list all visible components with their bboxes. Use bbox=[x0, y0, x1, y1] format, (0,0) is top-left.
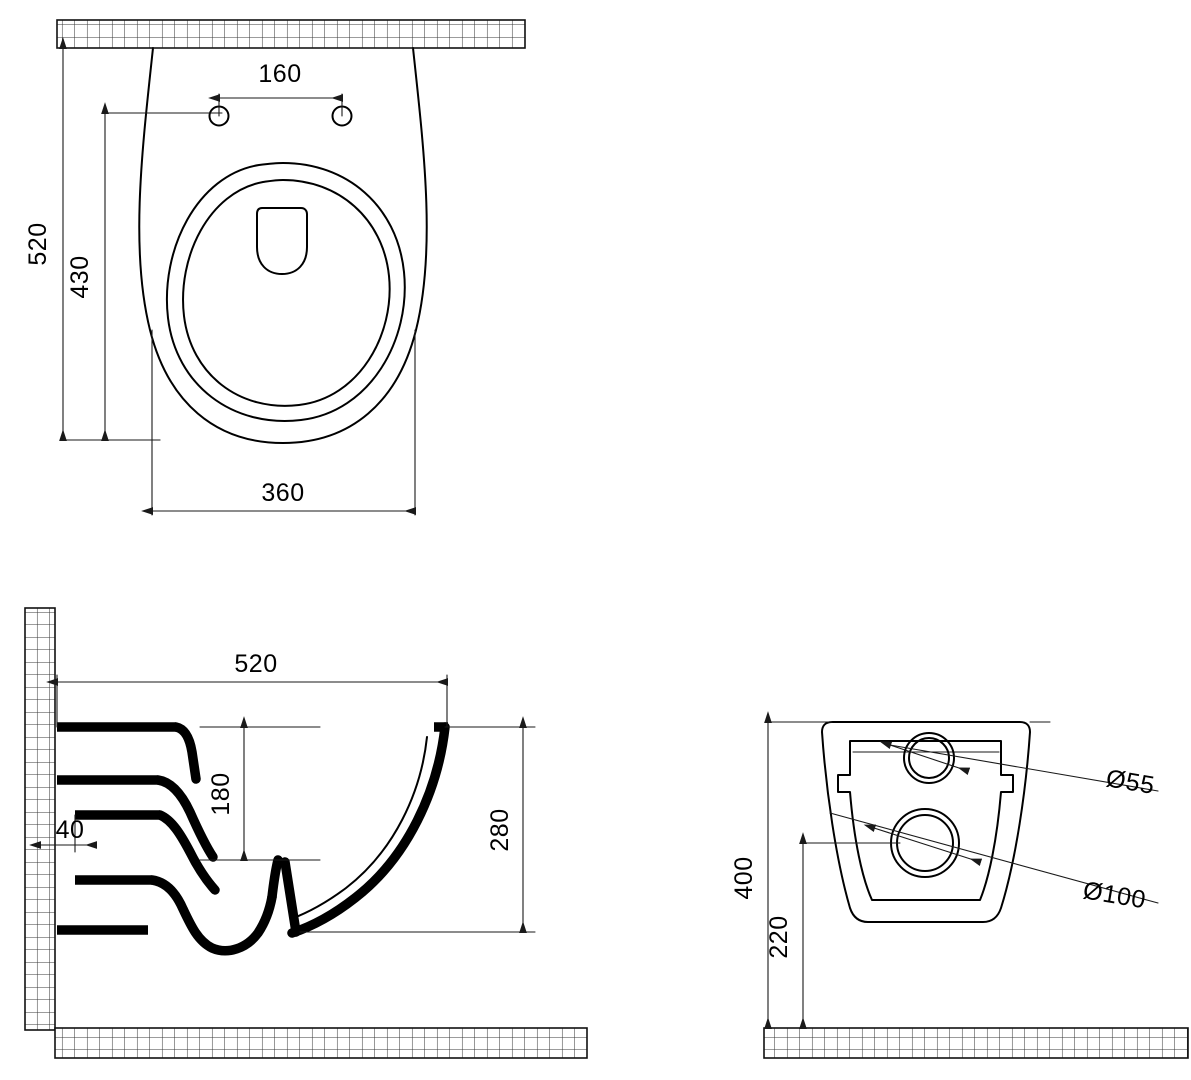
dimension-label-360: 360 bbox=[261, 479, 304, 507]
dimension-280: 280 bbox=[299, 716, 536, 933]
dimension-430: 430 bbox=[66, 102, 223, 441]
dimension-label-520-top: 520 bbox=[24, 222, 52, 265]
pan-plan-outline bbox=[138, 47, 428, 444]
top-view-group: 160 520 430 360 bbox=[24, 19, 526, 516]
dimension-520-side: 520 bbox=[46, 650, 448, 728]
outlet-circle bbox=[890, 808, 960, 878]
wall-hatch-top bbox=[56, 19, 526, 49]
dimension-label-280: 280 bbox=[486, 808, 514, 851]
dimension-220: 220 bbox=[765, 832, 901, 1029]
rear-view-group: Ø55 Ø100 400 220 bbox=[730, 711, 1189, 1059]
dimension-label-40: 40 bbox=[56, 816, 85, 844]
dimension-label-400: 400 bbox=[730, 856, 758, 899]
pan-section-profile bbox=[57, 722, 450, 956]
bolt-hole-left bbox=[208, 105, 230, 127]
flush-opening bbox=[256, 207, 308, 275]
dimension-label-430: 430 bbox=[66, 255, 94, 298]
dimension-400: 400 bbox=[730, 711, 801, 1029]
dimension-label-d55: Ø55 bbox=[1104, 764, 1157, 800]
dimension-label-220: 220 bbox=[765, 915, 793, 958]
wall-hatch-side bbox=[24, 607, 56, 1031]
seat-rim-outline bbox=[165, 162, 406, 422]
dimension-label-180: 180 bbox=[207, 772, 235, 815]
bolt-hole-right bbox=[331, 105, 353, 127]
floor-hatch-side bbox=[54, 1027, 588, 1059]
dimension-40: 40 bbox=[29, 814, 97, 853]
dimension-label-520-side: 520 bbox=[234, 650, 277, 678]
floor-hatch-rear bbox=[763, 1027, 1189, 1059]
dimension-360: 360 bbox=[141, 329, 416, 516]
dimension-label-160: 160 bbox=[258, 60, 301, 88]
dimension-160: 160 bbox=[208, 60, 343, 107]
side-view-group: 520 180 280 40 bbox=[24, 607, 588, 1059]
dimension-label-d100: Ø100 bbox=[1081, 876, 1148, 914]
dimension-180: 180 bbox=[199, 716, 321, 861]
